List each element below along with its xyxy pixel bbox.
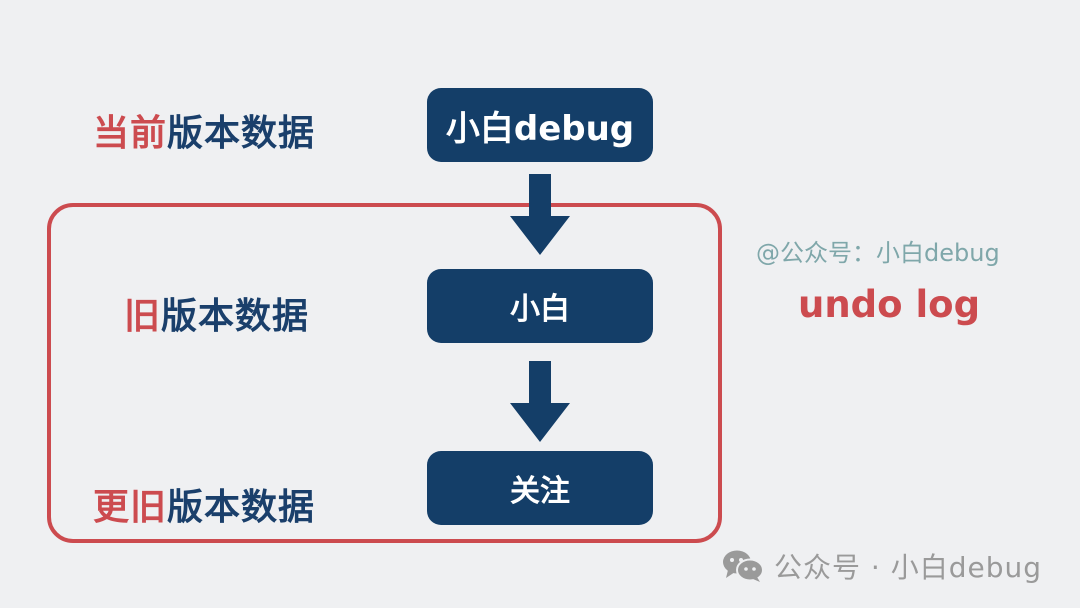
undo-log-group-frame [47, 203, 722, 543]
down-arrow-icon [510, 174, 570, 255]
down-arrow-icon [510, 361, 570, 442]
row-label-highlight: 当前 [93, 113, 168, 154]
row-label-older: 更旧版本数据 [93, 478, 315, 530]
row-label-rest: 版本数据 [167, 113, 316, 154]
footer-watermark: 公众号 · 小白debug [722, 546, 1042, 586]
undo-log-label: undo log [798, 283, 981, 326]
node-older-version: 关注 [427, 451, 653, 525]
row-label-rest: 版本数据 [167, 487, 316, 528]
row-label-old: 旧版本数据 [124, 287, 309, 339]
row-label-rest: 版本数据 [161, 296, 310, 337]
row-label-highlight: 旧 [124, 296, 162, 337]
row-label-current: 当前版本数据 [93, 104, 315, 156]
node-current-version: 小白debug [427, 88, 653, 162]
row-label-highlight: 更旧 [93, 487, 168, 528]
watermark-text: @公众号：小白debug [756, 239, 1000, 267]
wechat-icon [723, 550, 764, 582]
footer-text: 公众号 · 小白debug [774, 551, 1042, 584]
node-old-version: 小白 [427, 269, 653, 343]
